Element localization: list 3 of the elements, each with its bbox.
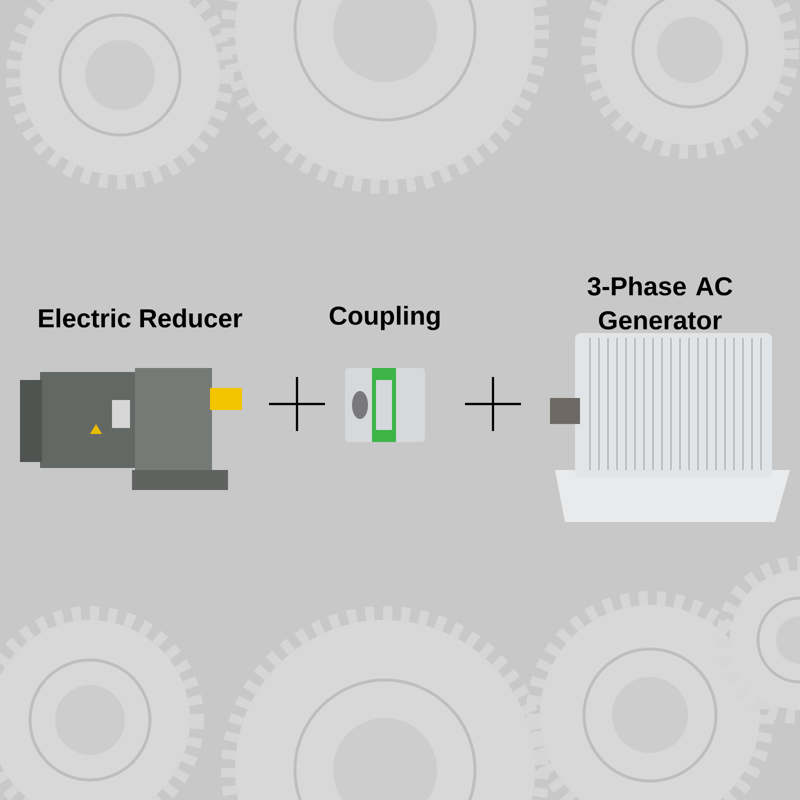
product-label: 3-Phase AC Generator xyxy=(588,276,732,330)
product-label: Coupling xyxy=(330,306,440,330)
product-label: Electric Reducer xyxy=(39,308,242,328)
